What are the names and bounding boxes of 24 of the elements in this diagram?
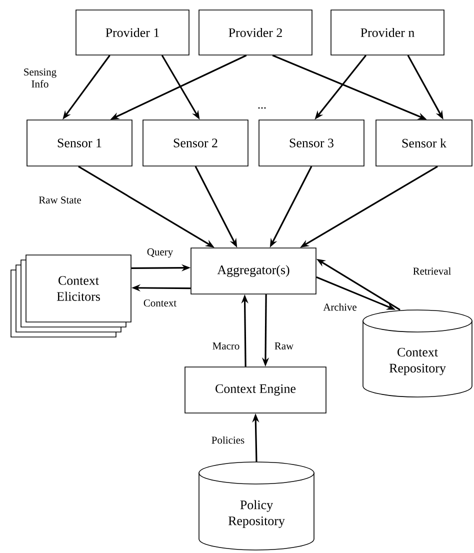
edge-label: Archive xyxy=(322,302,358,312)
edge-label: Raw State xyxy=(38,196,82,205)
node-label: Policy Repository xyxy=(228,500,285,528)
edge-label: Retrieval xyxy=(412,266,452,276)
process-box: Sensor 1 xyxy=(26,120,132,166)
cylinder-database: Context Repository xyxy=(362,310,472,398)
edge-label: Context xyxy=(142,298,178,308)
process-box: Provider n xyxy=(330,10,444,56)
stacked-box: Context Elicitors xyxy=(10,254,132,338)
process-box: Aggregator(s) xyxy=(190,248,316,294)
process-box: Context Engine xyxy=(184,366,326,414)
process-box: Sensor 3 xyxy=(258,120,364,166)
edge-label: Raw xyxy=(273,342,295,350)
cylinder-database: Policy Repository xyxy=(198,462,314,550)
edge-label: Sensing Info xyxy=(19,68,61,88)
ellipsis-label: ... xyxy=(258,107,266,109)
process-box: Sensor k xyxy=(376,120,472,166)
edge-label: Policies xyxy=(210,435,246,445)
edge-label: Query xyxy=(146,247,174,259)
process-box: Sensor 2 xyxy=(142,120,248,166)
process-box: Provider 1 xyxy=(76,10,190,56)
edge-label: Macro xyxy=(211,342,241,350)
node-label: Context Repository xyxy=(389,348,446,376)
process-box: Provider 2 xyxy=(198,10,312,56)
